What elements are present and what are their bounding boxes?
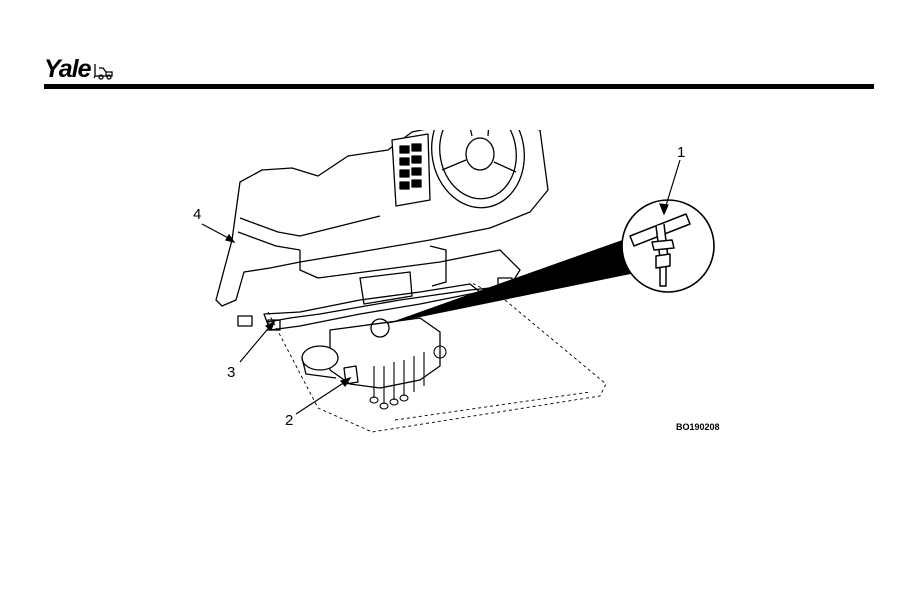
callout-1: 1	[677, 144, 685, 161]
header-rule	[44, 84, 874, 89]
figure-id: BO190208	[676, 422, 720, 432]
callout-2: 2	[285, 412, 293, 429]
callout-4: 4	[193, 206, 201, 223]
logo-text: Yale	[44, 57, 91, 82]
steering-column-illustration	[180, 130, 740, 440]
callout-3: 3	[227, 364, 235, 381]
forklift-icon	[93, 62, 115, 80]
yale-logo: Yale	[44, 54, 115, 82]
